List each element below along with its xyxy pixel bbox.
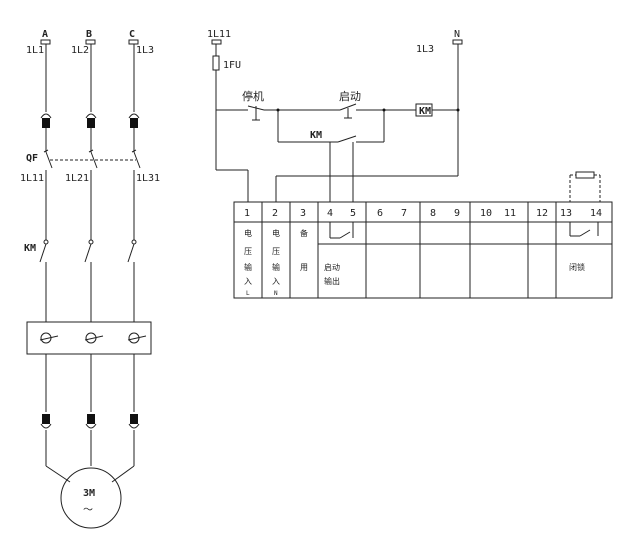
control-top-rung <box>216 103 460 143</box>
terminal-number-3: 3 <box>300 208 306 219</box>
phase-c-label: C <box>129 29 135 40</box>
terminal-number-6: 6 <box>377 208 383 219</box>
terminal-number-1: 1 <box>244 208 250 219</box>
terminal-number-10: 10 <box>480 208 492 219</box>
control-1l3-label: 1L3 <box>416 44 434 55</box>
contactor-main-contacts <box>39 239 137 322</box>
t1-char-1: 电 <box>244 228 252 238</box>
motor-symbol <box>60 467 122 529</box>
phase-terminals <box>40 39 139 45</box>
control-supply-label: 1L11 <box>207 29 231 40</box>
t2-char-3: 输 <box>272 262 280 272</box>
terminal-number-5: 5 <box>350 208 356 219</box>
stop-label: 停机 <box>242 89 264 103</box>
motor-ac-symbol: ～ <box>83 505 93 516</box>
terminal-number-2: 2 <box>272 208 278 219</box>
t1-sub: L <box>246 290 250 297</box>
breaker-qf-symbol <box>43 149 141 169</box>
terminal-number-4: 4 <box>327 208 333 219</box>
t1-char-3: 输 <box>244 262 252 272</box>
terminal-number-14: 14 <box>590 208 602 219</box>
terminal-strip <box>233 201 613 299</box>
terminal-number-7: 7 <box>401 208 407 219</box>
phase-conductors <box>40 44 140 152</box>
phase-b-label: B <box>86 29 92 40</box>
contactor-label: KM <box>24 243 36 254</box>
t2-char-1: 电 <box>272 228 280 238</box>
interlock-label: 闭锁 <box>569 262 585 272</box>
start-output-line-1: 启动 <box>324 262 340 272</box>
t3-char-1: 备 <box>300 228 308 238</box>
fuse-symbol <box>212 55 220 71</box>
line-1l11-label: 1L11 <box>20 173 44 184</box>
t2-char-4: 入 <box>272 277 280 286</box>
start-label: 启动 <box>339 90 361 103</box>
motor-label: 3M <box>83 488 95 499</box>
neutral-label: N <box>454 29 460 40</box>
t1-char-4: 入 <box>244 277 252 286</box>
terminal-number-8: 8 <box>430 208 436 219</box>
line-1l1-label: 1L1 <box>26 45 44 56</box>
phase-conductors-low <box>40 354 140 483</box>
control-supply-terminal <box>211 39 222 45</box>
breaker-label: QF <box>26 153 38 164</box>
aux-contact-label: KM <box>310 130 322 141</box>
fuse-label: 1FU <box>223 60 241 71</box>
terminal-number-13: 13 <box>560 208 572 219</box>
start-output-line-2: 输出 <box>324 276 340 286</box>
phase-conductors-mid <box>45 170 135 240</box>
t3-char-2: 用 <box>300 263 308 272</box>
phase-a-label: A <box>42 29 48 40</box>
terminal-number-11: 11 <box>504 208 516 219</box>
line-1l2-label: 1L2 <box>71 45 89 56</box>
neutral-terminal <box>452 39 463 45</box>
t2-char-2: 压 <box>272 247 280 256</box>
coil-label: KM <box>419 106 431 117</box>
terminal-number-9: 9 <box>454 208 460 219</box>
line-1l31-label: 1L31 <box>136 173 160 184</box>
line-1l21-label: 1L21 <box>65 173 89 184</box>
line-1l3-label: 1L3 <box>136 45 154 56</box>
current-sensor-block <box>26 321 152 355</box>
t1-char-2: 压 <box>244 247 252 256</box>
interlock-indicator <box>569 171 601 202</box>
terminal-number-12: 12 <box>536 208 548 219</box>
t2-sub: N <box>274 290 278 297</box>
control-to-terminal-wires <box>215 110 458 202</box>
